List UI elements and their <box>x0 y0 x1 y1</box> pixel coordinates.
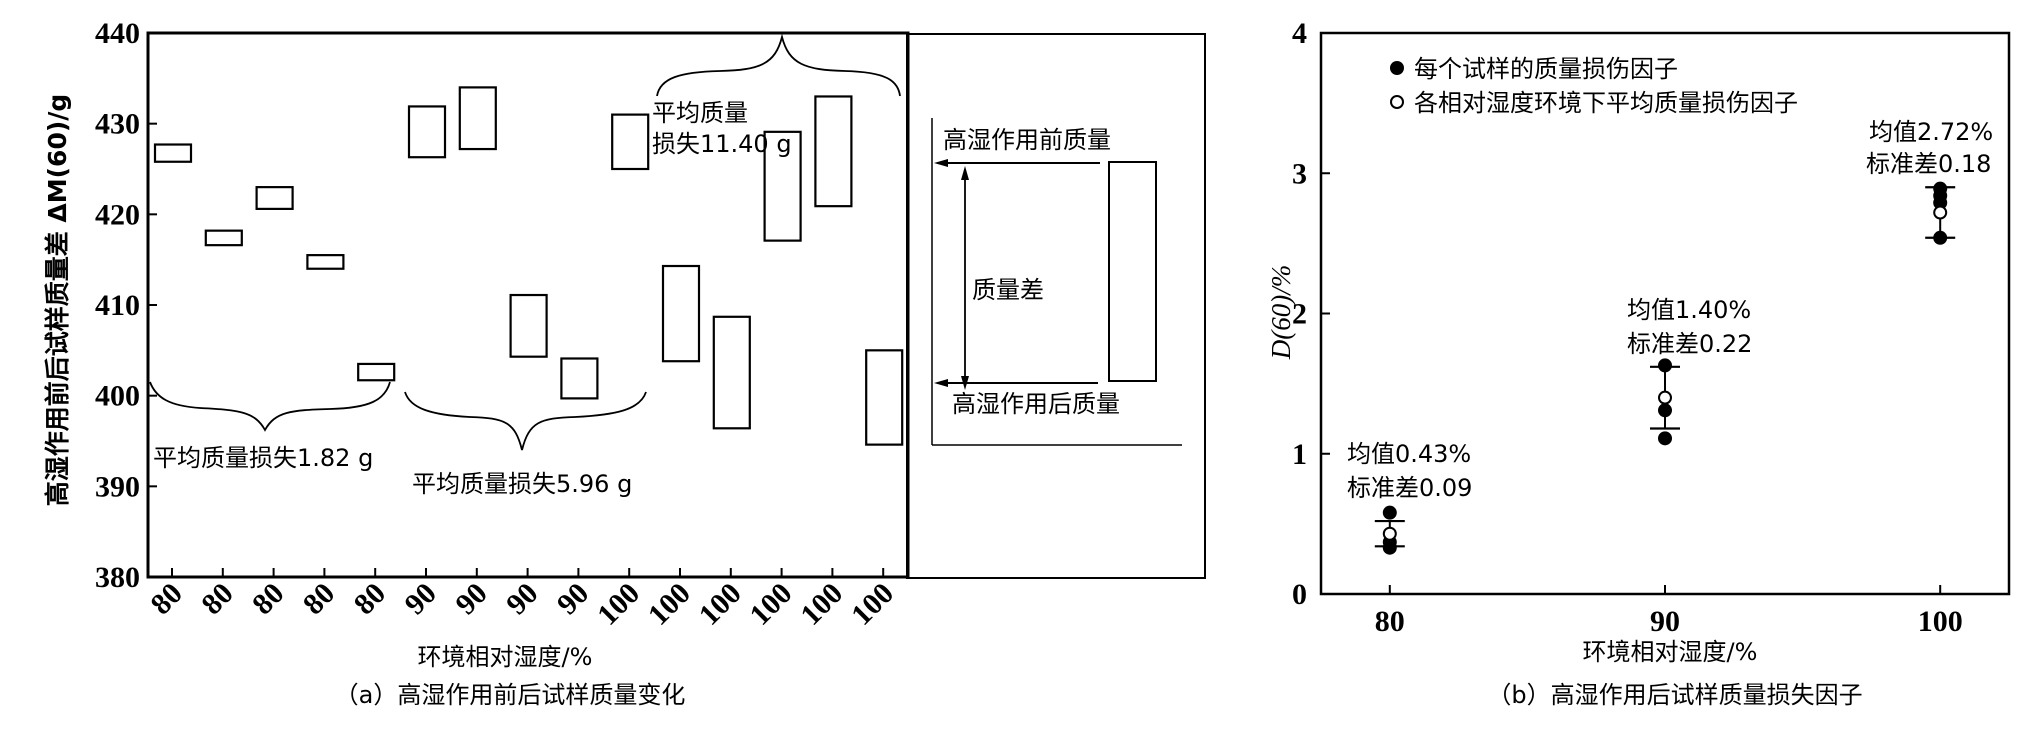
mass-bar <box>763 130 802 242</box>
panel-b-y-ticks: 0 1 2 3 4 <box>1292 17 1330 611</box>
annotation-mean-100: 均值2.72% <box>1869 118 1993 146</box>
panel-b-y-label: D(60)/% <box>1266 265 1296 360</box>
legend-open-circle-icon <box>1390 95 1404 109</box>
legend-filled-circle-icon <box>1390 61 1404 75</box>
panel-a-caption: （a）高湿作用前后试样质量变化 <box>335 681 686 709</box>
mass-bar <box>407 105 447 159</box>
x-tick-label: 90 <box>551 577 596 622</box>
x-tick-label: 90 <box>449 577 494 622</box>
mass-bar <box>357 362 396 382</box>
mass-bar <box>560 357 599 400</box>
annotation-mean-90: 均值1.40% <box>1627 296 1751 324</box>
brace-80 <box>149 381 391 432</box>
sample-point <box>1658 431 1672 446</box>
x-tick-label: 100 <box>591 577 646 632</box>
x-tick-label: 80 <box>1375 605 1405 638</box>
panel-b-points <box>1382 181 1948 555</box>
sample-point <box>1382 540 1397 555</box>
y-tick-label: 430 <box>95 108 140 141</box>
y-tick-label: 440 <box>95 17 140 50</box>
annotation-90: 平均质量损失5.96 g <box>412 470 632 498</box>
panel-a-x-label: 环境相对湿度/% <box>418 643 593 671</box>
sample-point <box>1933 195 1948 210</box>
schematic-after-arrowhead <box>934 379 948 387</box>
y-tick-label: 3 <box>1292 157 1307 190</box>
annotation-80: 平均质量损失1.82 g <box>153 444 373 472</box>
schematic-before-label: 高湿作用前质量 <box>943 126 1111 154</box>
annotation-100-line1: 平均质量 <box>652 99 748 127</box>
annotation-100-line2: 损失11.40 g <box>652 130 792 158</box>
sample-point <box>1658 403 1672 418</box>
annotation-mean-80: 均值0.43% <box>1347 440 1471 468</box>
mass-bar <box>611 113 650 171</box>
x-tick-label: 100 <box>845 577 900 632</box>
panel-b-x-label: 环境相对湿度/% <box>1583 638 1758 666</box>
sample-point <box>1382 505 1397 520</box>
annotation-std-100: 标准差0.18 <box>1866 150 1991 178</box>
legend-item-label: 各相对湿度环境下平均质量损伤因子 <box>1414 89 1798 117</box>
y-tick-label: 0 <box>1292 578 1307 611</box>
panel-b: 0 1 2 3 4 80 90 100 每个试样的质量损伤因子 各相对湿度环境下平均质量损伤… <box>1266 17 2011 709</box>
schematic-legend-panel: 高湿作用前质量 质量差 高湿作用后质量 <box>906 33 1206 579</box>
x-tick-label: 100 <box>1918 605 1963 638</box>
panel-b-x-ticks: 80 90 100 <box>1375 585 1963 638</box>
mean-point <box>1933 205 1948 220</box>
x-tick-label: 90 <box>500 577 545 622</box>
annotation-std-90: 标准差0.22 <box>1627 330 1752 358</box>
mean-point <box>1382 526 1397 541</box>
mass-bar <box>458 86 497 151</box>
mass-bar <box>865 349 904 446</box>
y-tick-label: 380 <box>95 561 140 594</box>
panel-b-legend: 每个试样的质量损伤因子 各相对湿度环境下平均质量损伤因子 <box>1390 55 1798 117</box>
panel-a-bars <box>153 86 904 446</box>
y-tick-label: 1 <box>1292 438 1307 471</box>
sample-point <box>1933 230 1948 245</box>
y-tick-label: 400 <box>95 380 140 413</box>
panel-a-y-ticks: 380 390 400 410 420 430 440 <box>95 17 157 594</box>
y-tick-label: 2 <box>1292 298 1307 331</box>
x-tick-label: 100 <box>794 577 849 632</box>
y-tick-label: 410 <box>95 289 140 322</box>
x-tick-label: 80 <box>297 577 342 622</box>
mass-bar <box>509 293 548 358</box>
schematic-before-arrowhead <box>934 159 948 167</box>
legend-item-label: 每个试样的质量损伤因子 <box>1414 55 1678 83</box>
schematic-diff-arrowhead-top <box>961 166 969 180</box>
x-tick-label: 80 <box>195 577 240 622</box>
x-tick-label: 100 <box>642 577 697 632</box>
annotation-std-80: 标准差0.09 <box>1347 474 1472 502</box>
sample-point <box>1658 358 1672 373</box>
mass-bar <box>153 143 193 163</box>
brace-90 <box>404 391 647 451</box>
y-tick-label: 390 <box>95 470 140 503</box>
x-tick-label: 80 <box>246 577 291 622</box>
x-tick-label: 90 <box>398 577 443 622</box>
panel-b-caption: （b）高湿作用后试样质量损失因子 <box>1487 681 1862 709</box>
schematic-diff-label: 质量差 <box>972 276 1044 304</box>
panel-a-y-label: 高湿作用前后试样质量差 ΔM(60)/g <box>43 94 72 507</box>
mass-bar <box>204 229 243 247</box>
x-tick-label: 80 <box>144 577 189 622</box>
mass-bar <box>712 315 751 430</box>
mass-bar <box>306 254 345 270</box>
mean-point <box>1658 390 1672 405</box>
x-tick-label: 100 <box>693 577 748 632</box>
mass-bar <box>661 264 701 363</box>
y-tick-label: 4 <box>1292 17 1307 50</box>
schematic-bar <box>1108 161 1157 382</box>
schematic-frame <box>906 33 1206 579</box>
x-tick-label: 80 <box>348 577 393 622</box>
x-tick-label: 100 <box>743 577 798 632</box>
x-tick-label: 90 <box>1650 605 1680 638</box>
brace-100 <box>656 33 901 97</box>
mass-bar <box>255 186 294 210</box>
y-tick-label: 420 <box>95 198 140 231</box>
mass-bar <box>814 95 853 208</box>
schematic-after-label: 高湿作用后质量 <box>952 390 1120 418</box>
